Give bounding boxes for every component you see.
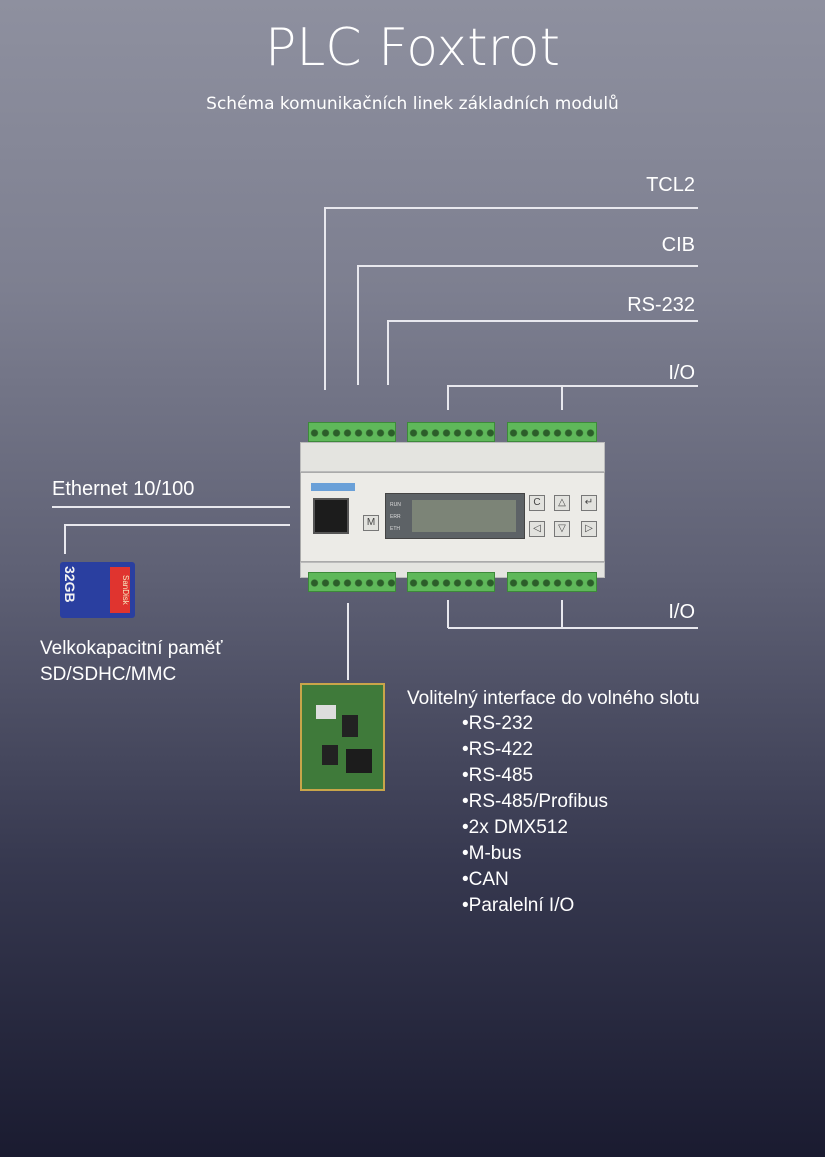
label-io-bottom: I/O [668, 601, 695, 623]
lcd-screen [412, 500, 516, 532]
ethernet-line [52, 506, 290, 508]
cib-drop [357, 265, 359, 385]
logo-icon [311, 483, 355, 491]
sd-line [65, 524, 290, 526]
io-bottom-line [448, 627, 698, 629]
mode-button[interactable]: M [363, 515, 379, 531]
label-ethernet: Ethernet 10/100 [52, 478, 195, 500]
sd-card-image: SanDisk 32GB [60, 562, 135, 618]
up-button[interactable]: △ [554, 495, 570, 511]
sd-brand: SanDisk [110, 567, 130, 613]
interface-module-image [300, 683, 385, 791]
io-bottom-rise-1 [447, 600, 449, 628]
right-button[interactable]: ▷ [581, 521, 597, 537]
io-bottom-rise-2 [561, 600, 563, 628]
left-button[interactable]: ◁ [529, 521, 545, 537]
front-panel: M RUN ERR ETH C △ ↵ ◁ ▽ ▷ [300, 472, 605, 562]
plc-device: M RUN ERR ETH C △ ↵ ◁ ▽ ▷ [300, 420, 605, 592]
sd-drop [64, 524, 66, 554]
page-title: PLC Foxtrot [264, 18, 561, 78]
interface-list: •RS-232 •RS-422 •RS-485 •RS-485/Profibus… [462, 713, 608, 921]
sd-caption-1: Velkokapacitní paměť [40, 638, 223, 659]
c-button[interactable]: C [529, 495, 545, 511]
list-item: •RS-422 [462, 739, 534, 760]
down-button[interactable]: ▽ [554, 521, 570, 537]
sd-capacity: 32GB [62, 566, 78, 603]
slot-line [347, 603, 349, 680]
interface-heading: Volitelný interface do volného slotu [407, 688, 700, 709]
enter-button[interactable]: ↵ [581, 495, 597, 511]
list-item: •RS-485 [462, 765, 534, 786]
cib-line [358, 265, 698, 267]
label-io-top: I/O [668, 362, 695, 384]
page-subtitle: Schéma komunikačních linek základních mo… [206, 94, 619, 114]
list-item: •Paralelní I/O [462, 895, 575, 916]
tcl2-line [325, 207, 698, 209]
sd-caption-2: SD/SDHC/MMC [40, 664, 177, 685]
list-item: •CAN [462, 869, 509, 890]
list-item: •M-bus [462, 843, 522, 864]
rs232-line [388, 320, 698, 322]
rs232-drop [387, 320, 389, 385]
label-tcl2: TCL2 [646, 174, 695, 196]
list-item: •2x DMX512 [462, 817, 568, 838]
led-eth: ETH [390, 526, 400, 532]
list-item: •RS-485/Profibus [462, 791, 609, 812]
ethernet-port[interactable] [313, 498, 349, 534]
led-err: ERR [390, 514, 401, 520]
io-top-line [448, 385, 698, 387]
tcl2-drop [324, 207, 326, 390]
led-run: RUN [390, 502, 401, 508]
io-top-drop-2 [561, 385, 563, 410]
label-cib: CIB [661, 234, 695, 256]
io-top-drop-1 [447, 385, 449, 410]
list-item: •RS-232 [462, 713, 534, 734]
display-panel: RUN ERR ETH [385, 493, 525, 539]
label-rs232: RS-232 [627, 294, 695, 316]
